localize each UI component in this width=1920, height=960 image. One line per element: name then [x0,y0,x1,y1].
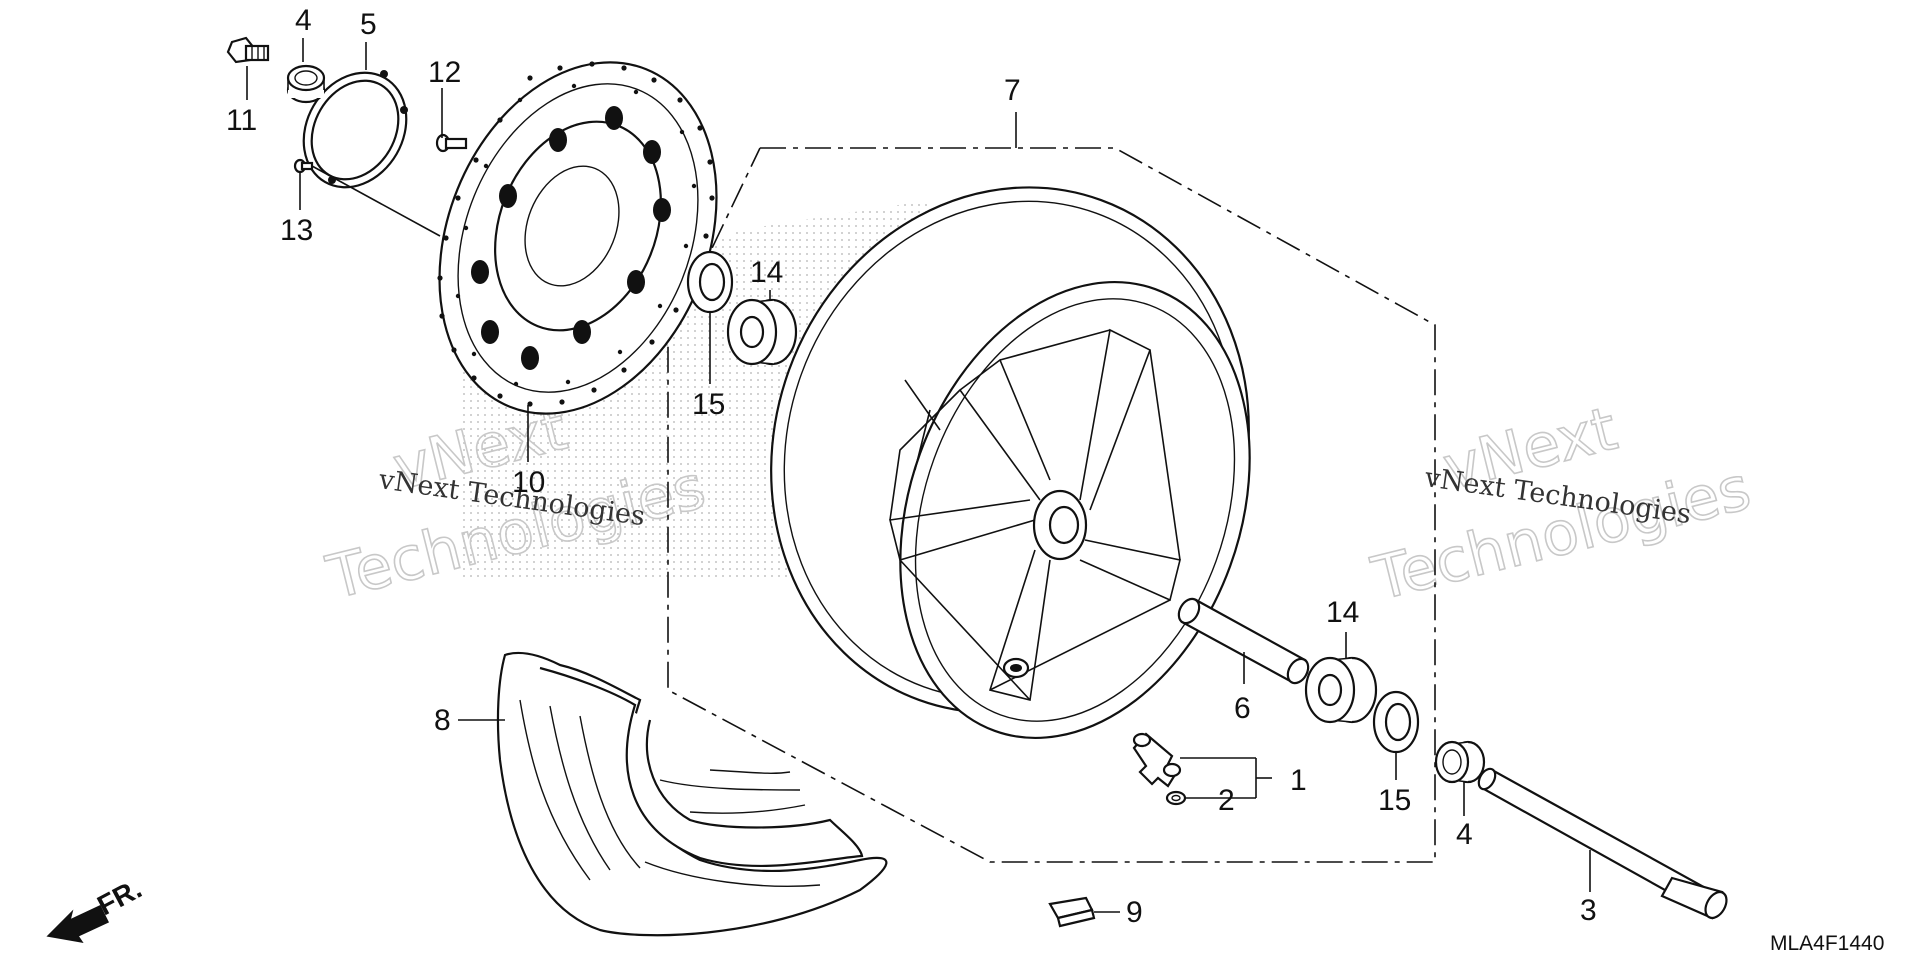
callout-5: 5 [360,8,377,41]
disc-drilled-holes [437,61,715,407]
diagram-reference-code: MLA4F1440 [1770,932,1884,955]
assembly-boundary [667,147,1436,863]
watermark-big-right-line2: Technologies [1365,453,1757,614]
distance-collar [1177,597,1310,685]
callout-12: 12 [428,56,461,89]
callout-3: 3 [1580,894,1597,927]
callout-15-left: 15 [692,388,725,421]
callout-7: 7 [1004,74,1021,107]
callout-9: 9 [1126,896,1143,929]
callout-6: 6 [1234,692,1251,725]
callout-4-right: 4 [1456,818,1473,851]
callout-8: 8 [434,704,451,737]
callout-13: 13 [280,214,313,247]
o-ring [1165,790,1187,806]
wheel-spokes [889,328,1181,701]
leader-lines [246,38,1591,913]
disc-carrier-bolts [471,106,671,370]
pulser-ring [302,70,408,189]
front-axle [1477,767,1728,920]
collar-left [286,64,326,104]
flange-bolt [226,36,270,64]
bearing-left [726,298,798,366]
cast-wheel [770,186,1251,740]
dust-seal-right [1372,690,1420,754]
callout-11: 11 [226,104,257,137]
callout-14-right: 14 [1326,596,1359,629]
callout-labels: 1 2 3 4 4 5 6 7 8 9 10 11 12 13 14 14 15… [226,4,1597,929]
tire [496,651,888,937]
callout-14-left: 14 [750,256,783,289]
callout-1: 1 [1290,764,1307,797]
callout-10: 10 [512,466,545,499]
callout-4-top: 4 [295,4,312,37]
balance-weight [1048,896,1096,928]
collar-right [1434,740,1486,784]
callout-15-right: 15 [1378,784,1411,817]
dust-seal-left [686,250,734,314]
bearing-right [1304,656,1378,724]
tire-valve [1132,732,1182,788]
screw-12 [435,133,468,153]
front-direction-indicator: FR. [46,873,147,944]
brake-disc [437,61,718,415]
callout-2: 2 [1218,784,1235,817]
front-arrow-icon [46,905,110,944]
